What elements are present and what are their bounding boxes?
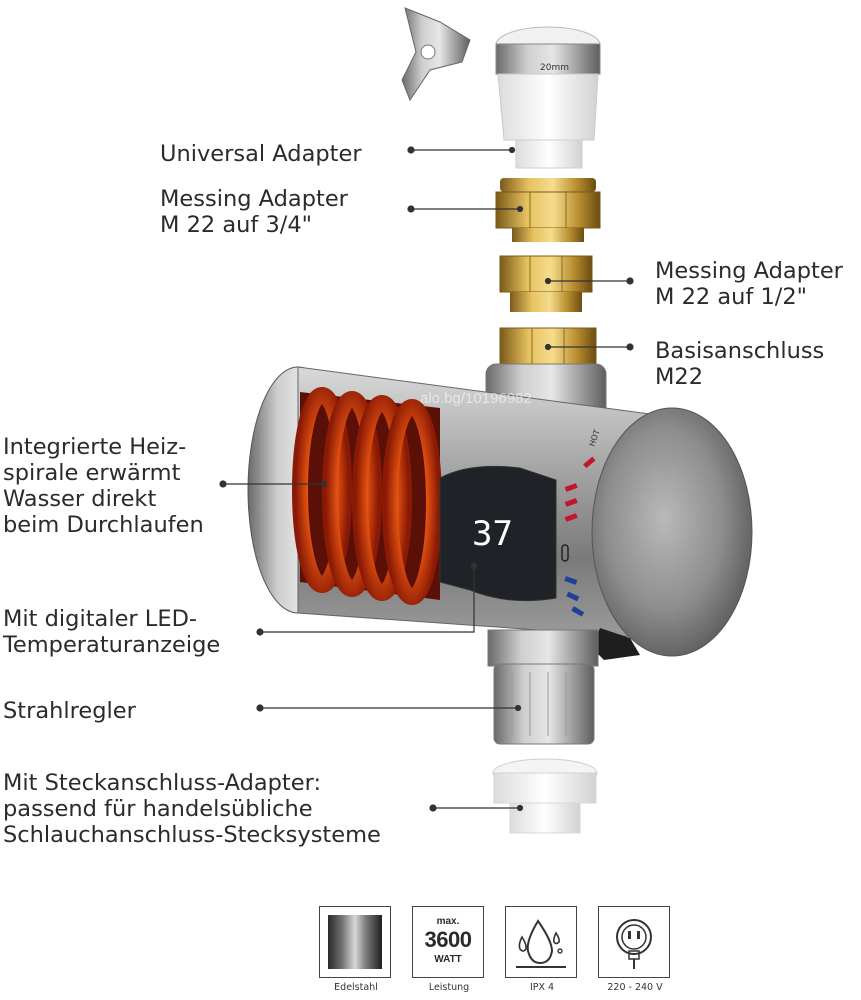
brass-adapter-12-part xyxy=(499,255,593,312)
label-strahlregler: Strahlregler xyxy=(3,698,136,724)
heater-body: 37 HOT xyxy=(247,366,753,660)
label-heizspirale: Integrierte Heiz- spirale erwärmt Wasser… xyxy=(3,434,204,538)
label-led-anzeige: Mit digitaler LED- Temperaturanzeige xyxy=(3,606,221,658)
brass-adapter-34-part xyxy=(495,178,601,242)
watermark: alo.bg/10196982 xyxy=(420,390,532,407)
badge-caption: 220 - 240 V xyxy=(607,982,663,993)
clamp-text: 20mm xyxy=(540,63,569,73)
watt-icon: max. 3600 WATT xyxy=(412,906,484,978)
watt-max: max. xyxy=(436,916,460,927)
universal-adapter-part: 20mm xyxy=(401,7,601,169)
water-drop-icon xyxy=(516,919,566,968)
plug-socket-icon xyxy=(616,919,652,969)
label-basisanschluss: Basisanschluss M22 xyxy=(655,338,825,390)
led-temperature-readout: 37 xyxy=(472,514,513,554)
label-messing-adapter-12: Messing Adapter M 22 auf 1/2" xyxy=(655,258,843,310)
badge-edelstahl: Edelstahl xyxy=(319,906,393,993)
steel-swatch-icon xyxy=(328,915,382,969)
label-messing-adapter-34: Messing Adapter M 22 auf 3/4" xyxy=(160,186,348,238)
badge-caption: Leistung xyxy=(428,982,470,993)
plug-adapter-part xyxy=(492,758,598,834)
badge-leistung: max. 3600 WATT Leistung xyxy=(412,906,486,993)
watt-unit: WATT xyxy=(434,954,462,965)
aerator-part xyxy=(487,629,599,745)
heating-coil xyxy=(292,387,442,605)
label-universal-adapter: Universal Adapter xyxy=(160,141,362,167)
watt-value: 3600 xyxy=(424,927,472,952)
badge-ipx4: IPX 4 xyxy=(505,906,579,993)
label-steckanschluss: Mit Steckanschluss-Adapter: passend für … xyxy=(3,770,381,848)
badge-voltage: 220 - 240 V xyxy=(598,906,672,993)
badge-caption: IPX 4 xyxy=(529,982,555,993)
badge-caption: Edelstahl xyxy=(334,982,378,993)
callout-lines xyxy=(219,146,634,812)
